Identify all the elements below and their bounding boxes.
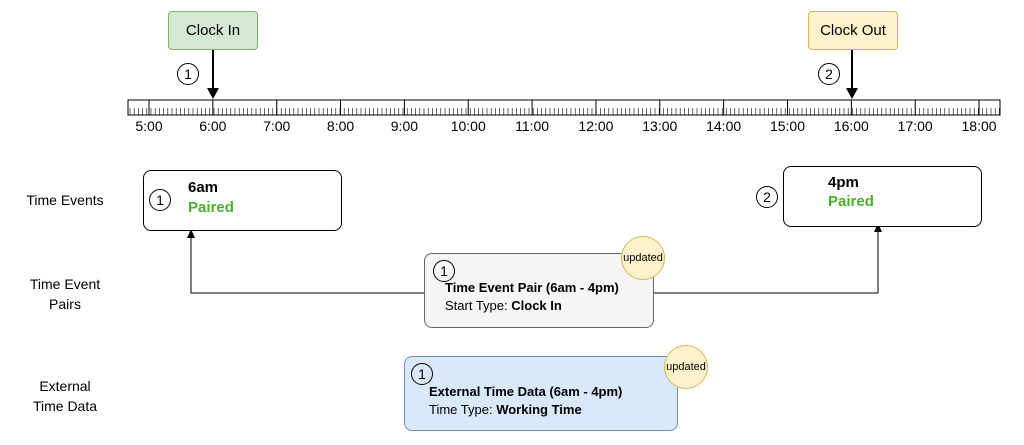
timeline-tick-label: 11:00	[515, 118, 550, 134]
timeline-tick-label: 9:00	[390, 118, 419, 134]
timeline-tick-label: 5:00	[135, 118, 163, 134]
time-event-end-status: Paired	[828, 193, 874, 210]
time-event-end-number: 2	[756, 186, 778, 208]
pair-to-end-connector	[654, 230, 879, 294]
timeline-tick-label: 16:00	[833, 118, 869, 134]
row-label-time-events: Time Events	[26, 192, 104, 208]
clock-out-callout: Clock Out	[808, 11, 898, 50]
timeline-tick-label: 7:00	[263, 118, 291, 134]
timeline-tick-label: 10:00	[450, 118, 486, 134]
time-event-start-status: Paired	[188, 199, 234, 216]
timeline-tick-label: 6:00	[199, 118, 227, 134]
pair-updated-badge: updated	[621, 236, 665, 280]
timeline-tick-label: 15:00	[769, 118, 806, 134]
timeline-tick-label: 17:00	[897, 118, 933, 134]
external-time-data-title: External Time Data (6am - 4pm)	[429, 384, 623, 399]
clock-out-marker: 2	[818, 63, 840, 85]
time-event-pair-detail: Start Type: Clock In	[445, 298, 562, 313]
timeline-tick-label: 18:00	[961, 118, 997, 134]
external-updated-badge: updated	[664, 345, 708, 389]
time-event-end: 2 4pm Paired	[756, 166, 982, 227]
timeline-tick-label: 12:00	[578, 118, 614, 134]
row-label-time-event-pairs: Time Event Pairs	[29, 276, 101, 312]
pair-to-start-connector	[190, 236, 425, 294]
timeline-tick-label: 13:00	[642, 118, 678, 134]
timeline-ruler	[127, 99, 1001, 116]
time-event-start: 1 6am Paired	[143, 170, 342, 231]
row-label-external-time-data: External Time Data	[32, 378, 98, 414]
external-time-data-detail: Time Type: Working Time	[429, 402, 582, 417]
time-event-start-number: 1	[149, 189, 171, 211]
clock-in-callout: Clock In	[168, 11, 258, 50]
external-time-data: 1 External Time Data (6am - 4pm) Time Ty…	[404, 356, 678, 431]
clock-in-marker: 1	[177, 63, 199, 85]
time-event-start-time: 6am	[188, 179, 219, 196]
time-event-pair-number: 1	[433, 260, 455, 282]
external-time-data-number: 1	[411, 363, 433, 385]
time-event-pair: 1 Time Event Pair (6am - 4pm) Start Type…	[424, 253, 654, 328]
time-event-pair-title: Time Event Pair (6am - 4pm)	[445, 280, 619, 295]
timeline-tick-label: 14:00	[706, 118, 742, 134]
time-event-end-time: 4pm	[828, 174, 859, 191]
timeline-tick-label: 8:00	[326, 118, 355, 134]
